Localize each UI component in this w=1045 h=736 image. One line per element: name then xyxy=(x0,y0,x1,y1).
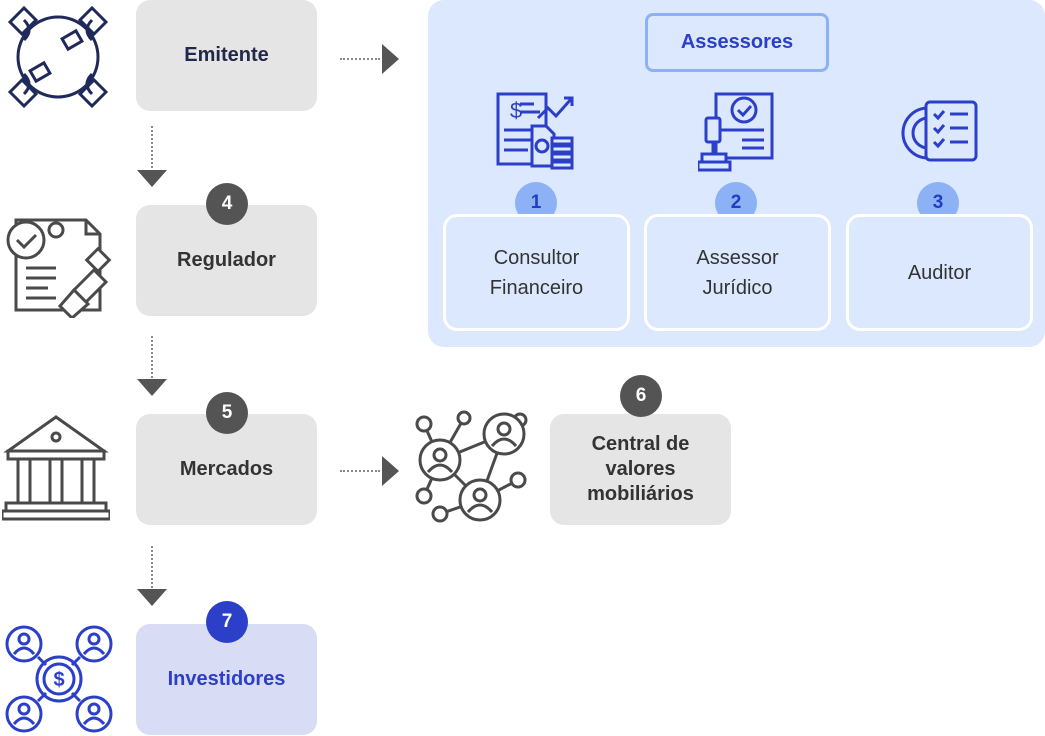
advisor-label: Auditor xyxy=(907,261,972,284)
auditor-card: Auditor xyxy=(846,214,1033,331)
assessores-title-box: Assessores xyxy=(645,13,829,72)
network-people-icon xyxy=(410,410,530,528)
legal-gavel-icon xyxy=(698,90,780,172)
connector-emitente-regulador xyxy=(151,126,153,168)
arrow-down-icon xyxy=(137,170,167,187)
arrow-right-icon xyxy=(382,44,399,74)
investidores-number-badge: 7 xyxy=(206,601,248,643)
arrow-right-icon xyxy=(382,456,399,486)
investidores-label: Investidores xyxy=(167,668,286,690)
consultor-financeiro-card: Consultor Financeiro xyxy=(443,214,630,331)
bank-building-icon xyxy=(2,413,110,521)
central-number-badge: 6 xyxy=(620,375,662,417)
assessor-juridico-card: Assessor Jurídico xyxy=(644,214,831,331)
regulador-number-badge: 4 xyxy=(206,183,248,225)
svg-text:$: $ xyxy=(53,669,64,691)
arrow-down-icon xyxy=(137,379,167,396)
investors-network-icon: $ xyxy=(2,624,114,734)
arrow-down-icon xyxy=(137,589,167,606)
emitente-box: Emitente xyxy=(136,0,317,111)
handshake-globe-icon xyxy=(2,2,114,112)
advisor-label: Assessor Jurídico xyxy=(696,246,779,299)
audit-checklist-icon xyxy=(898,98,982,164)
central-box: Central de valores mobiliários xyxy=(550,414,731,525)
connector-mercados-central xyxy=(340,470,380,472)
document-stamp-icon xyxy=(2,206,114,318)
mercados-number-badge: 5 xyxy=(206,392,248,434)
central-label: Central de valores mobiliários xyxy=(587,433,694,505)
mercados-label: Mercados xyxy=(179,458,274,480)
investidores-box: Investidores xyxy=(136,624,317,735)
financial-report-icon: $ xyxy=(494,90,578,172)
assessores-title: Assessores xyxy=(680,31,794,53)
connector-mercados-investidores xyxy=(151,546,153,588)
connector-regulador-mercados xyxy=(151,336,153,378)
connector-emitente-assessores xyxy=(340,58,380,60)
svg-text:$: $ xyxy=(510,98,522,123)
emitente-label: Emitente xyxy=(184,44,269,66)
advisor-label: Consultor Financeiro xyxy=(489,246,584,299)
regulador-label: Regulador xyxy=(177,249,276,271)
